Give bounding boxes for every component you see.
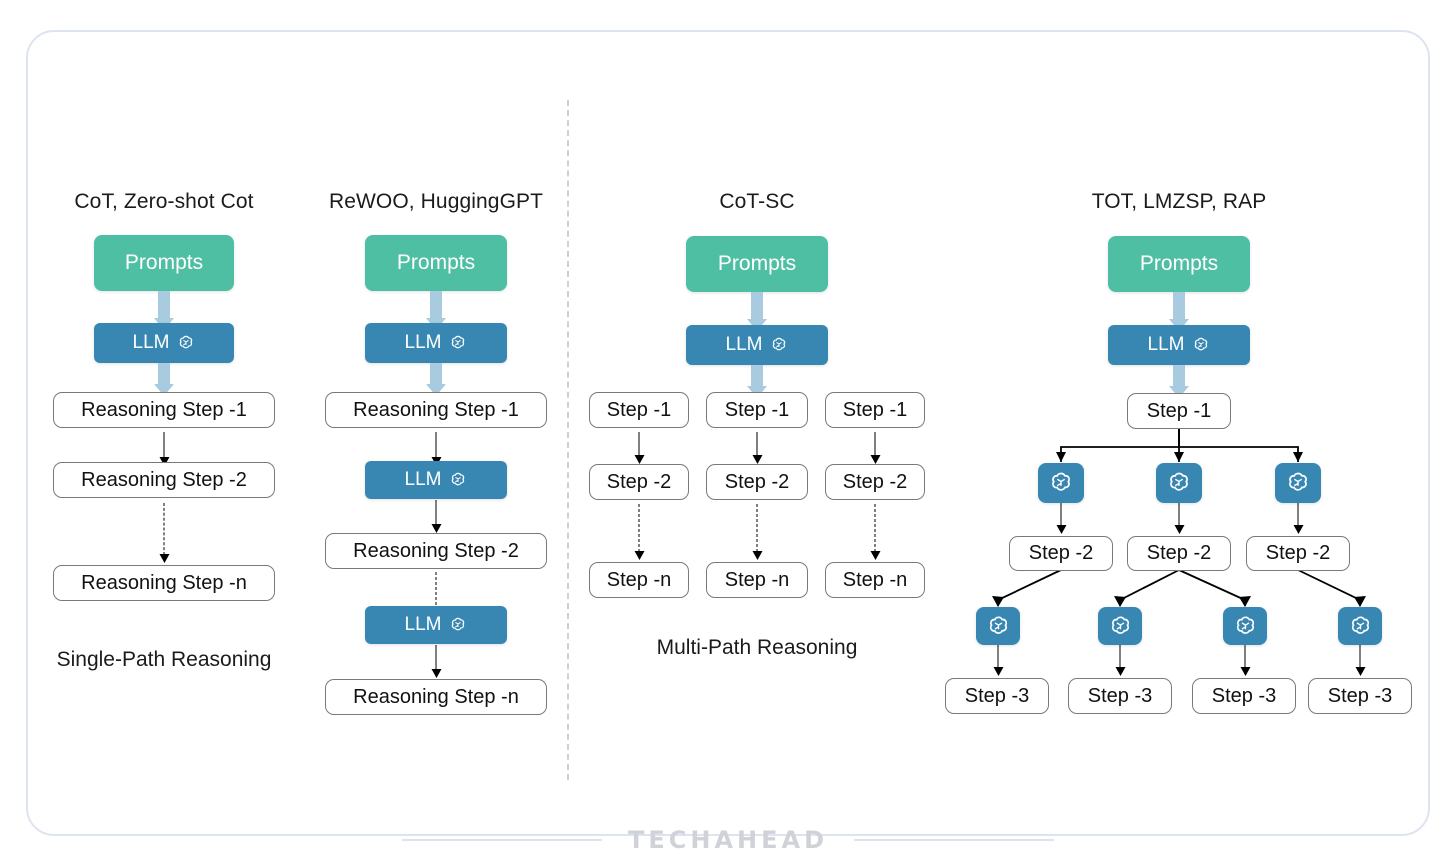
openai-logo-icon (1289, 472, 1307, 491)
cotsc-path-b-step-2[interactable]: Step -2 (706, 464, 808, 500)
cotsc-path-a-step-n[interactable]: Step -n (589, 562, 689, 598)
tot-step-3-d[interactable]: Step -3 (1308, 678, 1412, 714)
tot-prompts-node[interactable]: Prompts (1108, 236, 1250, 292)
cot-llm-label: LLM (132, 332, 170, 353)
tot-step-2-c[interactable]: Step -2 (1246, 536, 1350, 571)
rewoo-arrow-llm3-to-stepn (431, 645, 442, 678)
rewoo-arrow-llm-to-step1 (430, 363, 442, 385)
tot-llm-icon-l3-3[interactable] (1223, 607, 1267, 645)
openai-logo-icon (180, 335, 193, 349)
rewoo-arrow-prompts-to-llm (430, 291, 442, 319)
rewoo-llm-node-2[interactable]: LLM (365, 461, 507, 499)
cot-step-n[interactable]: Reasoning Step -n (53, 565, 275, 601)
tot-arrow-l2icon2-to-step2 (1174, 503, 1185, 534)
rewoo-llm-label-1: LLM (404, 332, 442, 353)
tot-step-2-a[interactable]: Step -2 (1009, 536, 1113, 571)
tot-llm-icon-l2-2[interactable] (1156, 463, 1202, 503)
tot-step-3-c[interactable]: Step -3 (1192, 678, 1296, 714)
tot-arrow-l2icon3-to-step2 (1293, 503, 1304, 534)
cotsc-arrow-llm-to-steps (751, 365, 763, 387)
rewoo-arrow-step2-to-llm3 (435, 572, 437, 605)
openai-logo-icon (1052, 472, 1070, 491)
cotsc-path-c-arrow-1-2 (870, 432, 881, 464)
tot-arrow-l3icon2-to-step3 (1115, 645, 1126, 676)
cotsc-path-c-step-n[interactable]: Step -n (825, 562, 925, 598)
rewoo-prompts-node[interactable]: Prompts (365, 235, 507, 291)
section-label-multi-path: Multi-Path Reasoning (656, 636, 858, 659)
tot-arrow-l3icon4-to-step3 (1355, 645, 1366, 676)
footer-rule-left (401, 839, 602, 841)
cotsc-path-b-step-1[interactable]: Step -1 (706, 392, 808, 428)
tot-arrow-prompts-to-llm (1173, 292, 1185, 320)
openai-logo-icon (1170, 472, 1188, 491)
tot-arrow-l2icon1-to-step2 (1056, 503, 1067, 534)
rewoo-step-2[interactable]: Reasoning Step -2 (325, 533, 547, 569)
rewoo-llm-label-2: LLM (404, 469, 442, 490)
tot-step-2-b[interactable]: Step -2 (1127, 536, 1231, 571)
tot-llm-label: LLM (1147, 334, 1185, 355)
openai-logo-icon (452, 472, 465, 486)
column-title-tot: TOT, LMZSP, RAP (1091, 190, 1267, 213)
cotsc-path-c-arrow-2-n (870, 504, 881, 560)
cot-llm-node[interactable]: LLM (94, 323, 234, 363)
cotsc-path-b-arrow-1-2 (752, 432, 763, 464)
cot-step-1[interactable]: Reasoning Step -1 (53, 392, 275, 428)
cotsc-prompts-node[interactable]: Prompts (686, 236, 828, 292)
openai-logo-icon (1236, 616, 1254, 634)
cotsc-llm-label: LLM (725, 334, 763, 355)
brand-wordmark: TECHAHEAD (627, 826, 828, 854)
cotsc-arrow-prompts-to-llm (751, 292, 763, 320)
tot-llm-icon-l3-1[interactable] (976, 607, 1020, 645)
tot-llm-icon-l3-2[interactable] (1098, 607, 1142, 645)
cotsc-path-b-step-n[interactable]: Step -n (706, 562, 808, 598)
tot-llm-icon-l3-4[interactable] (1338, 607, 1382, 645)
openai-logo-icon (1195, 337, 1208, 351)
cot-arrow-prompts-to-llm (158, 291, 170, 319)
cotsc-path-c-step-2[interactable]: Step -2 (825, 464, 925, 500)
openai-logo-icon (773, 337, 786, 351)
column-title-cot-sc: CoT-SC (719, 190, 795, 213)
rewoo-step-1[interactable]: Reasoning Step -1 (325, 392, 547, 428)
openai-logo-icon (452, 335, 465, 349)
openai-logo-icon (1351, 616, 1369, 634)
cot-prompts-node[interactable]: Prompts (94, 235, 234, 291)
tot-step-3-a[interactable]: Step -3 (945, 678, 1049, 714)
cotsc-path-a-arrow-2-n (634, 504, 645, 560)
cotsc-path-a-step-2[interactable]: Step -2 (589, 464, 689, 500)
rewoo-arrow-step1-to-llm2 (431, 432, 442, 466)
tot-arrow-l3icon3-to-step3 (1240, 645, 1251, 676)
cotsc-llm-node[interactable]: LLM (686, 325, 828, 365)
cotsc-path-c-step-1[interactable]: Step -1 (825, 392, 925, 428)
cot-arrow-llm-to-step1 (158, 363, 170, 385)
outer-frame (26, 30, 1430, 836)
rewoo-step-n[interactable]: Reasoning Step -n (325, 679, 547, 715)
footer-watermark: TECHAHEAD (0, 826, 1456, 854)
footer-rule-right (854, 839, 1054, 841)
rewoo-llm-label-3: LLM (404, 614, 442, 635)
tot-llm-icon-l2-3[interactable] (1275, 463, 1321, 503)
cot-arrow-2-n (159, 503, 170, 563)
openai-logo-icon (1111, 616, 1129, 634)
rewoo-llm-node-3[interactable]: LLM (365, 606, 507, 644)
rewoo-llm-node-1[interactable]: LLM (365, 323, 507, 363)
tot-llm-icon-l2-1[interactable] (1038, 463, 1084, 503)
section-label-single-path: Single-Path Reasoning (56, 648, 272, 671)
openai-logo-icon (452, 617, 465, 631)
openai-logo-icon (989, 616, 1007, 634)
column-title-rewoo: ReWOO, HuggingGPT (328, 190, 544, 213)
tot-step-3-b[interactable]: Step -3 (1068, 678, 1172, 714)
section-divider (567, 100, 569, 780)
rewoo-arrow-llm2-to-step2 (431, 500, 442, 533)
tot-llm-node[interactable]: LLM (1108, 325, 1250, 365)
tot-arrow-l3icon1-to-step3 (993, 645, 1004, 676)
column-title-cot: CoT, Zero-shot Cot (74, 190, 254, 213)
cotsc-path-b-arrow-2-n (752, 504, 763, 560)
cotsc-path-a-arrow-1-2 (634, 432, 645, 464)
cotsc-path-a-step-1[interactable]: Step -1 (589, 392, 689, 428)
cot-arrow-1-2 (159, 432, 170, 466)
tot-arrow-llm-to-root (1173, 365, 1185, 387)
cot-step-2[interactable]: Reasoning Step -2 (53, 462, 275, 498)
tot-root-step[interactable]: Step -1 (1127, 393, 1231, 429)
